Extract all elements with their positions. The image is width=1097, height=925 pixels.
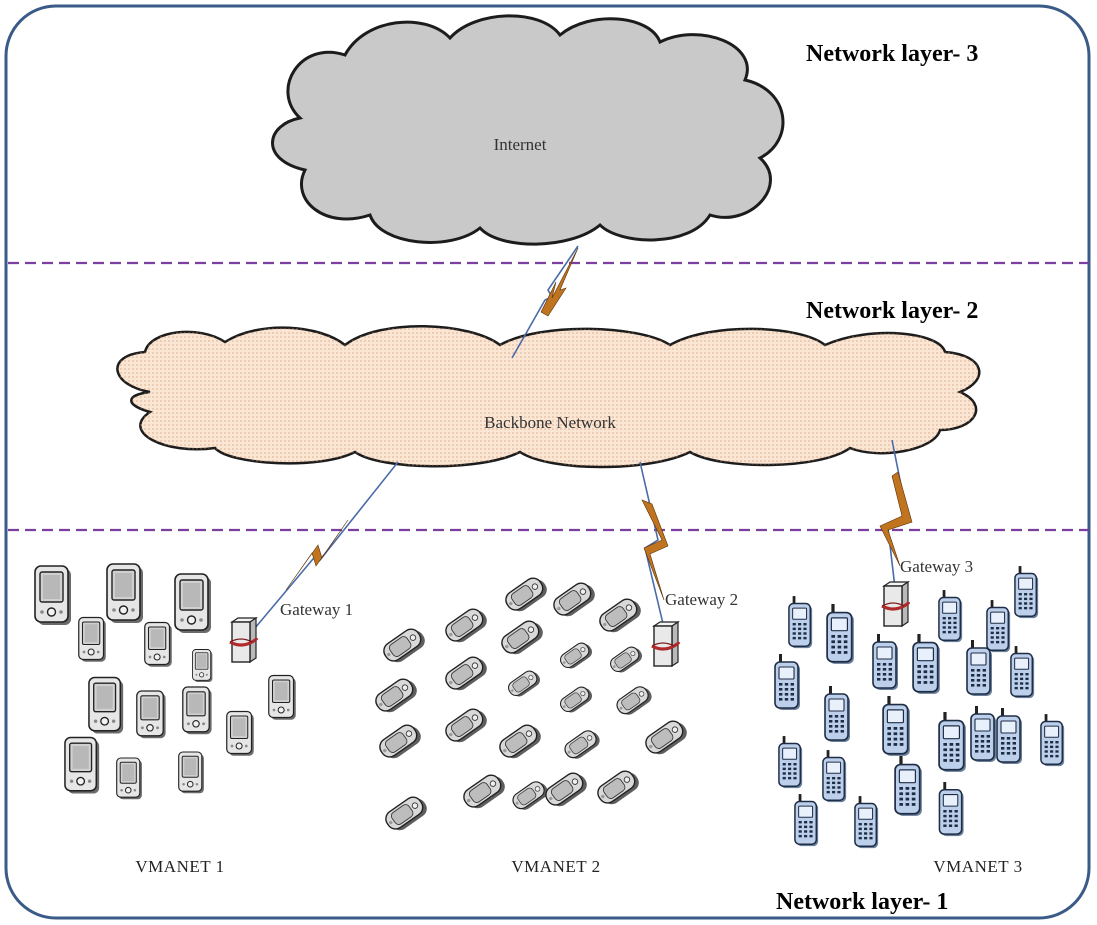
pda-device-icon: [192, 649, 213, 683]
pda-device-icon: [78, 616, 107, 663]
pda-device-icon: [144, 621, 173, 668]
link-backbone-gateway-1: [254, 461, 399, 629]
mobile-phone-icon: [882, 696, 911, 757]
mobile-phone-icon: [822, 750, 847, 803]
mobile-phone-icon: [970, 706, 997, 763]
mobile-phone-icon: [774, 654, 801, 711]
mobile-phone-icon: [1040, 714, 1065, 767]
pda-device-icon: [174, 573, 212, 634]
gateway-1-label: Gateway 1: [280, 600, 353, 619]
internet-cloud: Internet: [271, 14, 785, 246]
pda-device-icon: [182, 686, 213, 735]
mobile-phone-icon: [872, 634, 899, 691]
gateway-3-icon: [880, 580, 910, 628]
mobile-phone-icon: [794, 794, 819, 847]
link-backbone-gateway-2: [639, 461, 669, 633]
wireless-bolt-icon: [540, 247, 579, 317]
pda-device-icon: [106, 563, 144, 624]
vmanet-3-label: VMANET 3: [933, 857, 1022, 876]
pda-device-icon: [136, 690, 167, 739]
gateway-1-icon: [228, 616, 258, 664]
mobile-phone-icon: [826, 604, 855, 665]
gateway-3-label: Gateway 3: [900, 557, 973, 576]
internet-label: Internet: [494, 135, 547, 154]
mobile-phone-icon: [778, 736, 803, 789]
mobile-phone-icon: [788, 596, 813, 649]
layer-1-label: Network layer- 1: [776, 889, 948, 915]
wireless-bolt-icon: [285, 519, 349, 591]
pda-device-icon: [268, 674, 297, 721]
pda-device-icon: [178, 751, 205, 794]
mobile-phone-icon: [1010, 646, 1035, 699]
pda-device-icon: [34, 565, 72, 626]
wireless-bolt-icon: [641, 499, 669, 601]
pda-device-icon: [226, 710, 255, 757]
mobile-phone-icon: [894, 756, 923, 817]
vmanet-2-label: VMANET 2: [511, 857, 600, 876]
gateway-2-icon: [650, 620, 680, 668]
mobile-phone-icon: [824, 686, 851, 743]
mobile-phone-icon: [938, 590, 963, 643]
mobile-phone-icon: [938, 782, 965, 837]
gateway-2-label: Gateway 2: [665, 590, 738, 609]
mobile-phone-icon: [996, 708, 1023, 765]
backbone-label: Backbone Network: [484, 413, 616, 432]
vmanet-1-label: VMANET 1: [135, 857, 224, 876]
mobile-phone-icon: [986, 600, 1011, 653]
pda-device-icon: [64, 736, 100, 795]
mobile-phone-icon: [912, 634, 941, 695]
link-backbone-gateway-3: [879, 439, 913, 589]
mobile-phone-icon: [854, 796, 879, 849]
mobile-phone-icon: [966, 640, 993, 697]
layer-2-label: Network layer- 2: [806, 298, 978, 324]
wireless-bolt-icon: [879, 471, 913, 567]
link-internet-backbone: [511, 245, 579, 359]
mobile-phone-icon: [938, 712, 967, 773]
pda-device-icon: [116, 757, 143, 800]
layer-3-label: Network layer- 3: [806, 41, 978, 67]
pda-device-icon: [88, 676, 124, 735]
backbone-cloud: Backbone Network: [116, 325, 981, 469]
mobile-phone-icon: [1014, 566, 1039, 619]
